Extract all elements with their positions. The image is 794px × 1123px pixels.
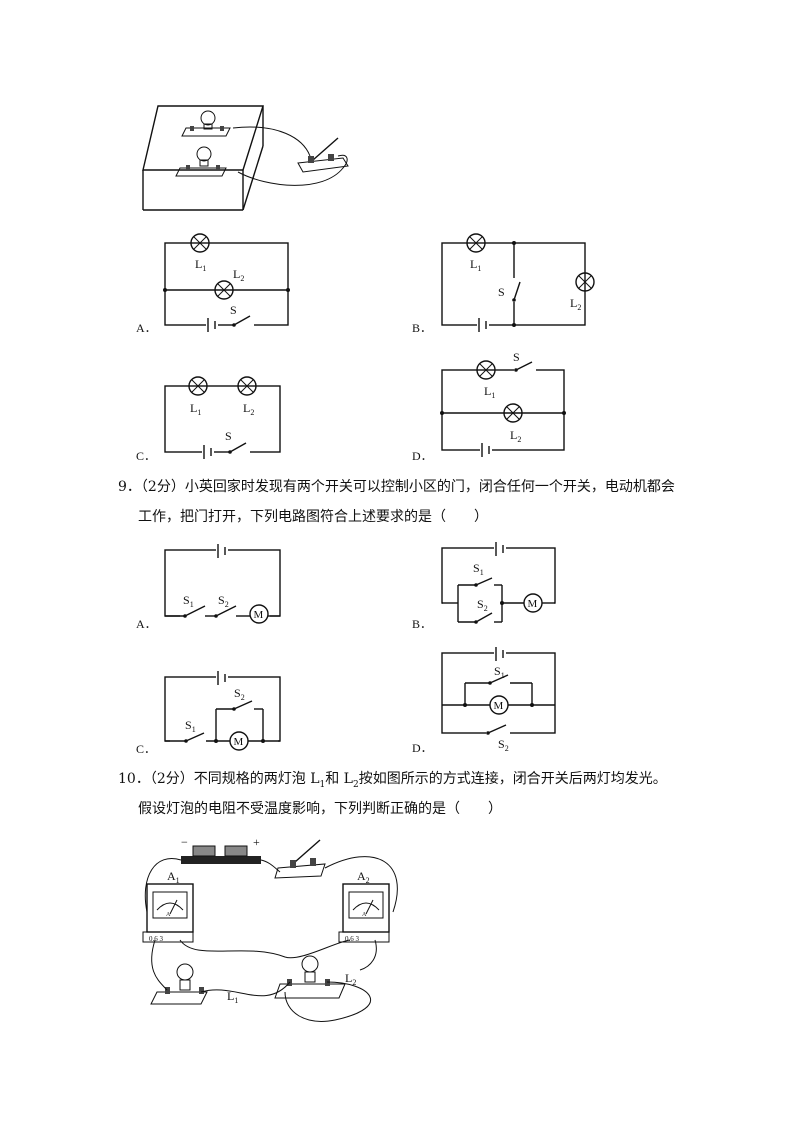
q10-number: 10． <box>118 771 150 787</box>
label-s: S <box>225 429 232 443</box>
bulb-icon: L2 <box>274 955 356 999</box>
label-s2: S2 <box>234 686 245 702</box>
q9-text-line2: 工作，把门打开，下列电路图符合上述要求的是（ ） <box>138 509 488 525</box>
label-s2: S2 <box>498 737 509 753</box>
q10-line1: 10．（2分）不同规格的两灯泡 L1和 L2按如图所示的方式连接，闭合开关后两灯… <box>118 771 667 790</box>
q10-apparatus-illustration: − + A 0.6 3 A1 A 0.6 3 A2 L1 <box>142 835 398 1022</box>
label-l2: L2 <box>345 971 356 987</box>
ammeter-a2-icon: A 0.6 3 A2 <box>338 869 390 943</box>
option-a-label: A． <box>136 617 157 631</box>
motor-label: M <box>528 598 538 610</box>
knife-switch-icon <box>274 839 326 879</box>
q10-score: （2分） <box>149 771 194 787</box>
bulb-icon <box>175 146 227 177</box>
label-l1: L1 <box>195 257 206 273</box>
label-s2: S2 <box>477 597 488 613</box>
label-l2: L2 <box>233 267 244 283</box>
q9-score: （2分） <box>140 479 185 495</box>
q9-option-b-circuit: M S1 S2 B． <box>412 540 556 631</box>
motor-label: M <box>494 700 504 712</box>
label-s2: S2 <box>218 593 229 609</box>
option-b-label: B． <box>412 321 432 335</box>
q9-option-d-circuit: M S1 S2 D． <box>412 645 556 755</box>
option-d-label: D． <box>412 741 433 755</box>
label-l2: L2 <box>570 296 581 312</box>
q9-option-c-circuit: M S2 S1 C． <box>136 669 281 756</box>
q8-option-d-circuit: S L1 L2 D． <box>412 350 566 460</box>
label-a1: A1 <box>167 869 180 885</box>
option-b-label: B． <box>412 617 432 631</box>
q8-option-a-circuit: L1 L2 S A． <box>136 233 290 335</box>
option-c-label: C． <box>136 742 156 756</box>
q9-number: 9． <box>118 479 141 495</box>
svg-text:0.6 3: 0.6 3 <box>149 935 164 943</box>
label-s: S <box>513 350 520 364</box>
option-c-label: C． <box>136 449 156 463</box>
label-s1: S1 <box>183 593 194 609</box>
q8-option-c-circuit: L1 L2 S C． <box>136 376 281 463</box>
ammeter-a1-icon: A 0.6 3 A1 <box>142 869 194 943</box>
svg-text:0.6 3: 0.6 3 <box>345 935 360 943</box>
label-s1: S1 <box>185 718 196 734</box>
label-l1: L1 <box>484 384 495 400</box>
battery-pack-icon: − + <box>181 835 261 864</box>
svg-text:A: A <box>362 912 367 918</box>
label-a2: A2 <box>357 869 370 885</box>
label-l2: L2 <box>510 428 521 444</box>
minus-label: − <box>181 835 188 849</box>
label-l1: L1 <box>470 257 481 273</box>
motor-label: M <box>234 736 244 748</box>
q10-text-line2: 假设灯泡的电阻不受温度影响，下列判断正确的是（ ） <box>138 801 502 817</box>
bulb-icon: L1 <box>150 963 238 1005</box>
option-a-label: A． <box>136 321 157 335</box>
label-l2: L2 <box>243 401 254 417</box>
q9-text-line1: 小英回家时发现有两个开关可以控制小区的门，闭合任何一个开关，电动机都会 <box>184 479 675 495</box>
bulb-icon <box>181 110 231 137</box>
q9-option-a-circuit: M S1 S2 A． <box>136 542 281 631</box>
q8-box-illustration <box>142 105 349 211</box>
label-s1: S1 <box>473 561 484 577</box>
label-s: S <box>230 303 237 317</box>
label-l1: L1 <box>227 989 238 1005</box>
svg-text:A: A <box>166 912 171 918</box>
motor-label: M <box>254 609 264 621</box>
label-s1: S1 <box>494 664 505 680</box>
label-s: S <box>498 285 505 299</box>
knife-switch-icon <box>297 137 349 173</box>
label-l1: L1 <box>190 401 201 417</box>
plus-label: + <box>253 835 260 849</box>
q9-line1: 9．（2分）小英回家时发现有两个开关可以控制小区的门，闭合任何一个开关，电动机都… <box>118 480 675 494</box>
option-d-label: D． <box>412 449 433 460</box>
q8-option-b-circuit: L1 S L2 B． <box>412 233 595 335</box>
